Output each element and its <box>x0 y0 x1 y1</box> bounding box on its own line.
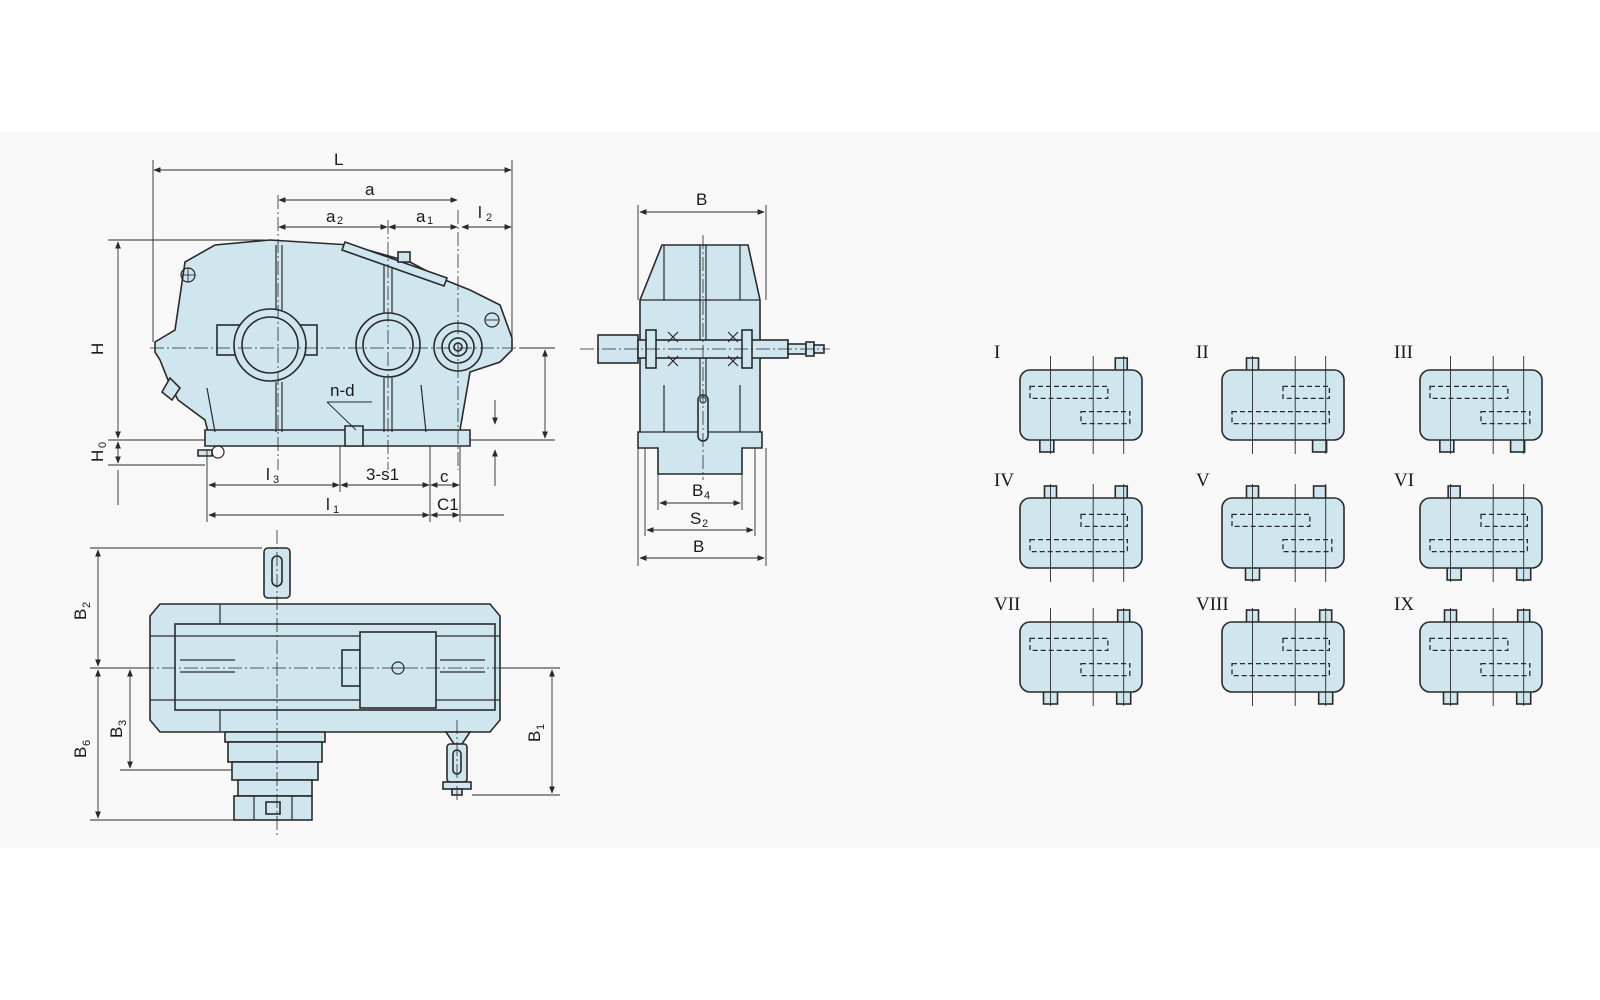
dim-H: H <box>88 343 107 355</box>
dim-l2-sub: 2 <box>486 212 492 224</box>
gear-train-dash <box>1480 513 1529 528</box>
assembly-type-label: III <box>1394 342 1413 363</box>
gear-train-dash <box>1029 385 1109 400</box>
dim-B3-sub: 3 <box>117 720 129 726</box>
dim-B1: B <box>525 731 544 742</box>
assembly-type-label: IX <box>1394 594 1414 615</box>
dim-a2-sub: 2 <box>337 215 343 227</box>
dim-B6-sub: 6 <box>81 740 93 746</box>
side-view: B B 4 S 2 B <box>580 190 830 566</box>
gear-train-dash <box>1080 662 1131 677</box>
assembly-type-9: IX <box>1394 594 1543 706</box>
assembly-type-7: VII <box>994 594 1143 706</box>
gear-train-dash <box>1029 637 1109 652</box>
gear-train-dash <box>1231 662 1331 677</box>
dim-l1-sub: 1 <box>333 504 339 516</box>
assembly-type-label: V <box>1196 470 1210 491</box>
gear-train-dash <box>1231 410 1331 425</box>
gear-train-dash <box>1029 538 1129 553</box>
assembly-type-8: VIII <box>1196 594 1345 706</box>
dim-B4: B <box>692 481 703 500</box>
dim-c: c <box>440 467 449 486</box>
gear-train-dash <box>1282 637 1331 652</box>
gear-train-dash <box>1480 410 1531 425</box>
assembly-type-label: I <box>994 342 1000 363</box>
dim-S2: S <box>690 509 701 528</box>
dim-nd: n-d <box>330 381 355 400</box>
dim-a1: a <box>416 207 426 226</box>
assembly-type-label: VI <box>1394 470 1414 491</box>
gear-train-dash <box>1480 662 1531 677</box>
assembly-type-2: II <box>1196 342 1345 454</box>
dim-L: L <box>334 150 343 169</box>
dim-a2: a <box>326 207 336 226</box>
dim-H0: H <box>88 450 107 462</box>
assembly-type-1: I <box>994 342 1143 454</box>
assembly-type-label: VIII <box>1196 594 1229 615</box>
dim-B1-sub: 1 <box>535 724 547 730</box>
assembly-type-5: V <box>1196 470 1345 582</box>
dim-B4-sub: 4 <box>704 490 710 502</box>
assembly-type-4: IV <box>994 470 1143 582</box>
gear-train-dash <box>1231 513 1311 528</box>
gear-train-dash <box>1282 385 1331 400</box>
assembly-type-label: VII <box>994 594 1020 615</box>
dim-B3: B <box>107 727 126 738</box>
gear-train-dash <box>1282 538 1333 553</box>
assembly-type-6: VI <box>1394 470 1543 582</box>
top-view: B 2 B 6 B 3 B 1 <box>71 530 560 835</box>
dim-a1-sub: 1 <box>427 215 433 227</box>
dim-B2: B <box>71 609 90 620</box>
dim-H0-sub: 0 <box>97 442 109 448</box>
gear-train-dash <box>1080 410 1131 425</box>
assembly-type-label: IV <box>994 470 1014 491</box>
dim-B2-sub: 2 <box>81 602 93 608</box>
dim-l3-sub: 3 <box>273 474 279 486</box>
dim-B-bottom: B <box>693 537 704 556</box>
dim-C1: C1 <box>437 495 459 514</box>
dim-B-top: B <box>696 190 707 209</box>
gear-train-dash <box>1429 538 1529 553</box>
assembly-type-3: III <box>1394 342 1543 454</box>
dim-3s1: 3-s1 <box>366 465 399 484</box>
assembly-type-label: II <box>1196 342 1209 363</box>
front-view: L a a 2 a 1 l 2 H H 0 n-d l 3 <box>88 150 555 522</box>
dim-l1: l <box>326 495 330 514</box>
gear-train-dash <box>1429 637 1509 652</box>
gear-train-dash <box>1429 385 1509 400</box>
gear-train-dash <box>1080 513 1129 528</box>
dim-B6: B <box>71 747 90 758</box>
dim-S2-sub: 2 <box>702 518 708 530</box>
dim-l3: l <box>266 465 270 484</box>
dim-l2: l <box>478 203 482 222</box>
dim-a: a <box>365 180 375 199</box>
